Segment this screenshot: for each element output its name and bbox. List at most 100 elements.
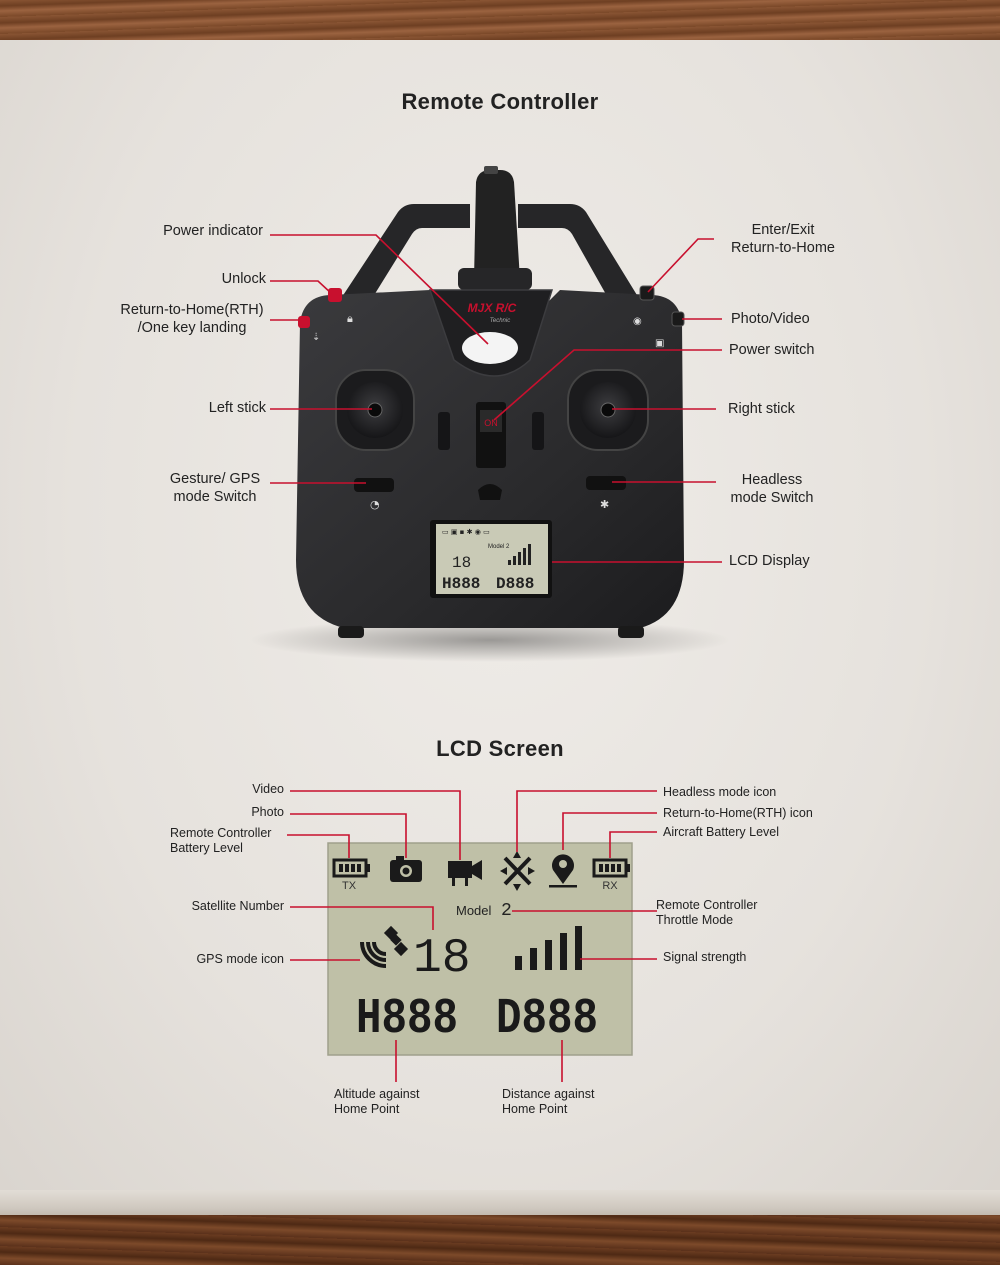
leader-satellite [290,906,434,930]
label-left-stick: Left stick [208,400,266,416]
label-distance-line2: Home Point [502,1102,568,1116]
leader-photo [290,813,407,858]
label-gesture-switch: Gesture/ GPS mode Switch [156,470,274,506]
leader-headless-icon [516,790,657,852]
altitude-readout: H888 [356,991,458,1048]
controller-lcd-alt: H888 [442,575,480,593]
distance-readout: D888 [496,991,598,1048]
trim-left [438,412,450,450]
label-rc-battery-line2: Battery Level [170,841,243,855]
label-enter-exit-line1: Enter/Exit [751,222,815,238]
headless-switch-icon: ✱ [600,498,609,511]
antenna [474,170,520,280]
power-switch-label: ON [484,418,498,428]
foot-left [338,626,364,638]
handle-left [340,204,470,305]
left-stick-cap [367,402,383,418]
leader-power-switch [493,349,722,421]
rth-button-red [298,316,310,328]
label-unlock: Unlock [221,271,266,287]
label-altitude-line1: Altitude against [334,1087,420,1101]
label-aircraft-battery: Aircraft Battery Level [663,825,780,839]
label-photo: Photo [251,805,284,819]
camera-small-icon: ▣ [655,338,664,349]
brand-logo: MJX R/C [468,301,517,315]
rth-location-icon [549,854,577,888]
leader-enter-exit [647,238,714,293]
power-switch-slider [480,410,502,432]
remote-controller-title: Remote Controller [401,89,599,114]
handle-right [518,204,640,305]
tx-label: TX [342,880,357,892]
headless-switch [586,476,626,490]
power-indicator-led [462,332,518,364]
brand-sub: Technic [490,318,510,324]
label-altitude: Altitude against Home Point [334,1087,454,1117]
antenna-tip [484,166,498,174]
leader-rc-battery [287,834,350,858]
label-video: Video [252,782,284,796]
foot-right [618,626,644,638]
label-power-indicator: Power indicator [163,223,263,239]
controller-lcd-sat: 18 [452,554,471,572]
label-gesture-line2: mode Switch [173,489,257,505]
camera-icon [390,856,422,882]
label-distance-line1: Distance against [502,1087,595,1101]
controller-lcd-icons: ▭ ▣ ▪ ✱ ◉ ▭ [442,528,490,536]
label-headless-line2: mode Switch [730,490,814,506]
label-headless-icon: Headless mode icon [663,785,777,799]
gps-satellite-icon [360,925,409,968]
label-enter-exit-line2: Return-to-Home [731,240,835,256]
label-altitude-line2: Home Point [334,1102,400,1116]
video-camera-icon [448,860,482,886]
label-satellite-number: Satellite Number [191,899,284,913]
label-lcd-display: LCD Display [729,553,810,569]
label-rth-line1: Return-to-Home(RTH) [120,302,264,318]
center-hook [478,484,502,500]
label-throttle-line2: Throttle Mode [656,913,734,927]
satellite-count: 18 [413,932,471,986]
controller-shadow [250,618,730,662]
label-distance: Distance against Home Point [502,1087,622,1117]
label-rc-battery: Remote Controller Battery Level [170,826,292,856]
right-stick-cap [600,402,616,418]
model-word: Model [456,903,492,918]
label-rth-line2: /One key landing [137,320,247,336]
label-rth-icon: Return-to-Home(RTH) icon [663,806,813,820]
rx-battery-icon [592,858,630,878]
label-right-stick: Right stick [728,401,795,417]
label-headless-switch: Headless mode Switch [722,471,822,507]
location-pin-icon: ◉ [633,316,642,327]
headless-mode-icon [500,851,535,891]
label-headless-line1: Headless [741,472,803,488]
label-power-switch: Power switch [729,342,815,358]
label-gps-mode-icon: GPS mode icon [196,952,284,966]
controller-lcd-model: Model 2 [488,544,510,550]
leader-aircraft-battery [609,831,657,858]
leader-unlock [270,280,333,295]
tx-battery-icon [332,858,370,878]
leader-power-indicator [270,234,489,345]
label-photo-video: Photo/Video [731,311,810,327]
leader-rth-icon [562,812,657,850]
lock-icon: 🔒︎ [347,312,353,325]
rx-label: RX [602,880,618,892]
signal-strength-bars [515,926,582,970]
trim-right [532,412,544,450]
unlock-button-red [328,288,342,302]
lcd-screen-title: LCD Screen [436,736,564,761]
label-signal-strength: Signal strength [663,950,747,964]
label-rc-battery-line1: Remote Controller [170,826,272,840]
controller-lcd-dist: D888 [496,575,534,593]
label-rth: Return-to-Home(RTH) /One key landing [112,301,272,337]
controller-lcd-signal [508,544,531,565]
model-number: 2 [501,901,512,921]
landing-icon: ⇣ [312,332,320,343]
gesture-gps-switch [354,478,394,492]
label-throttle-line1: Remote Controller [656,898,758,912]
leader-video [290,790,461,860]
